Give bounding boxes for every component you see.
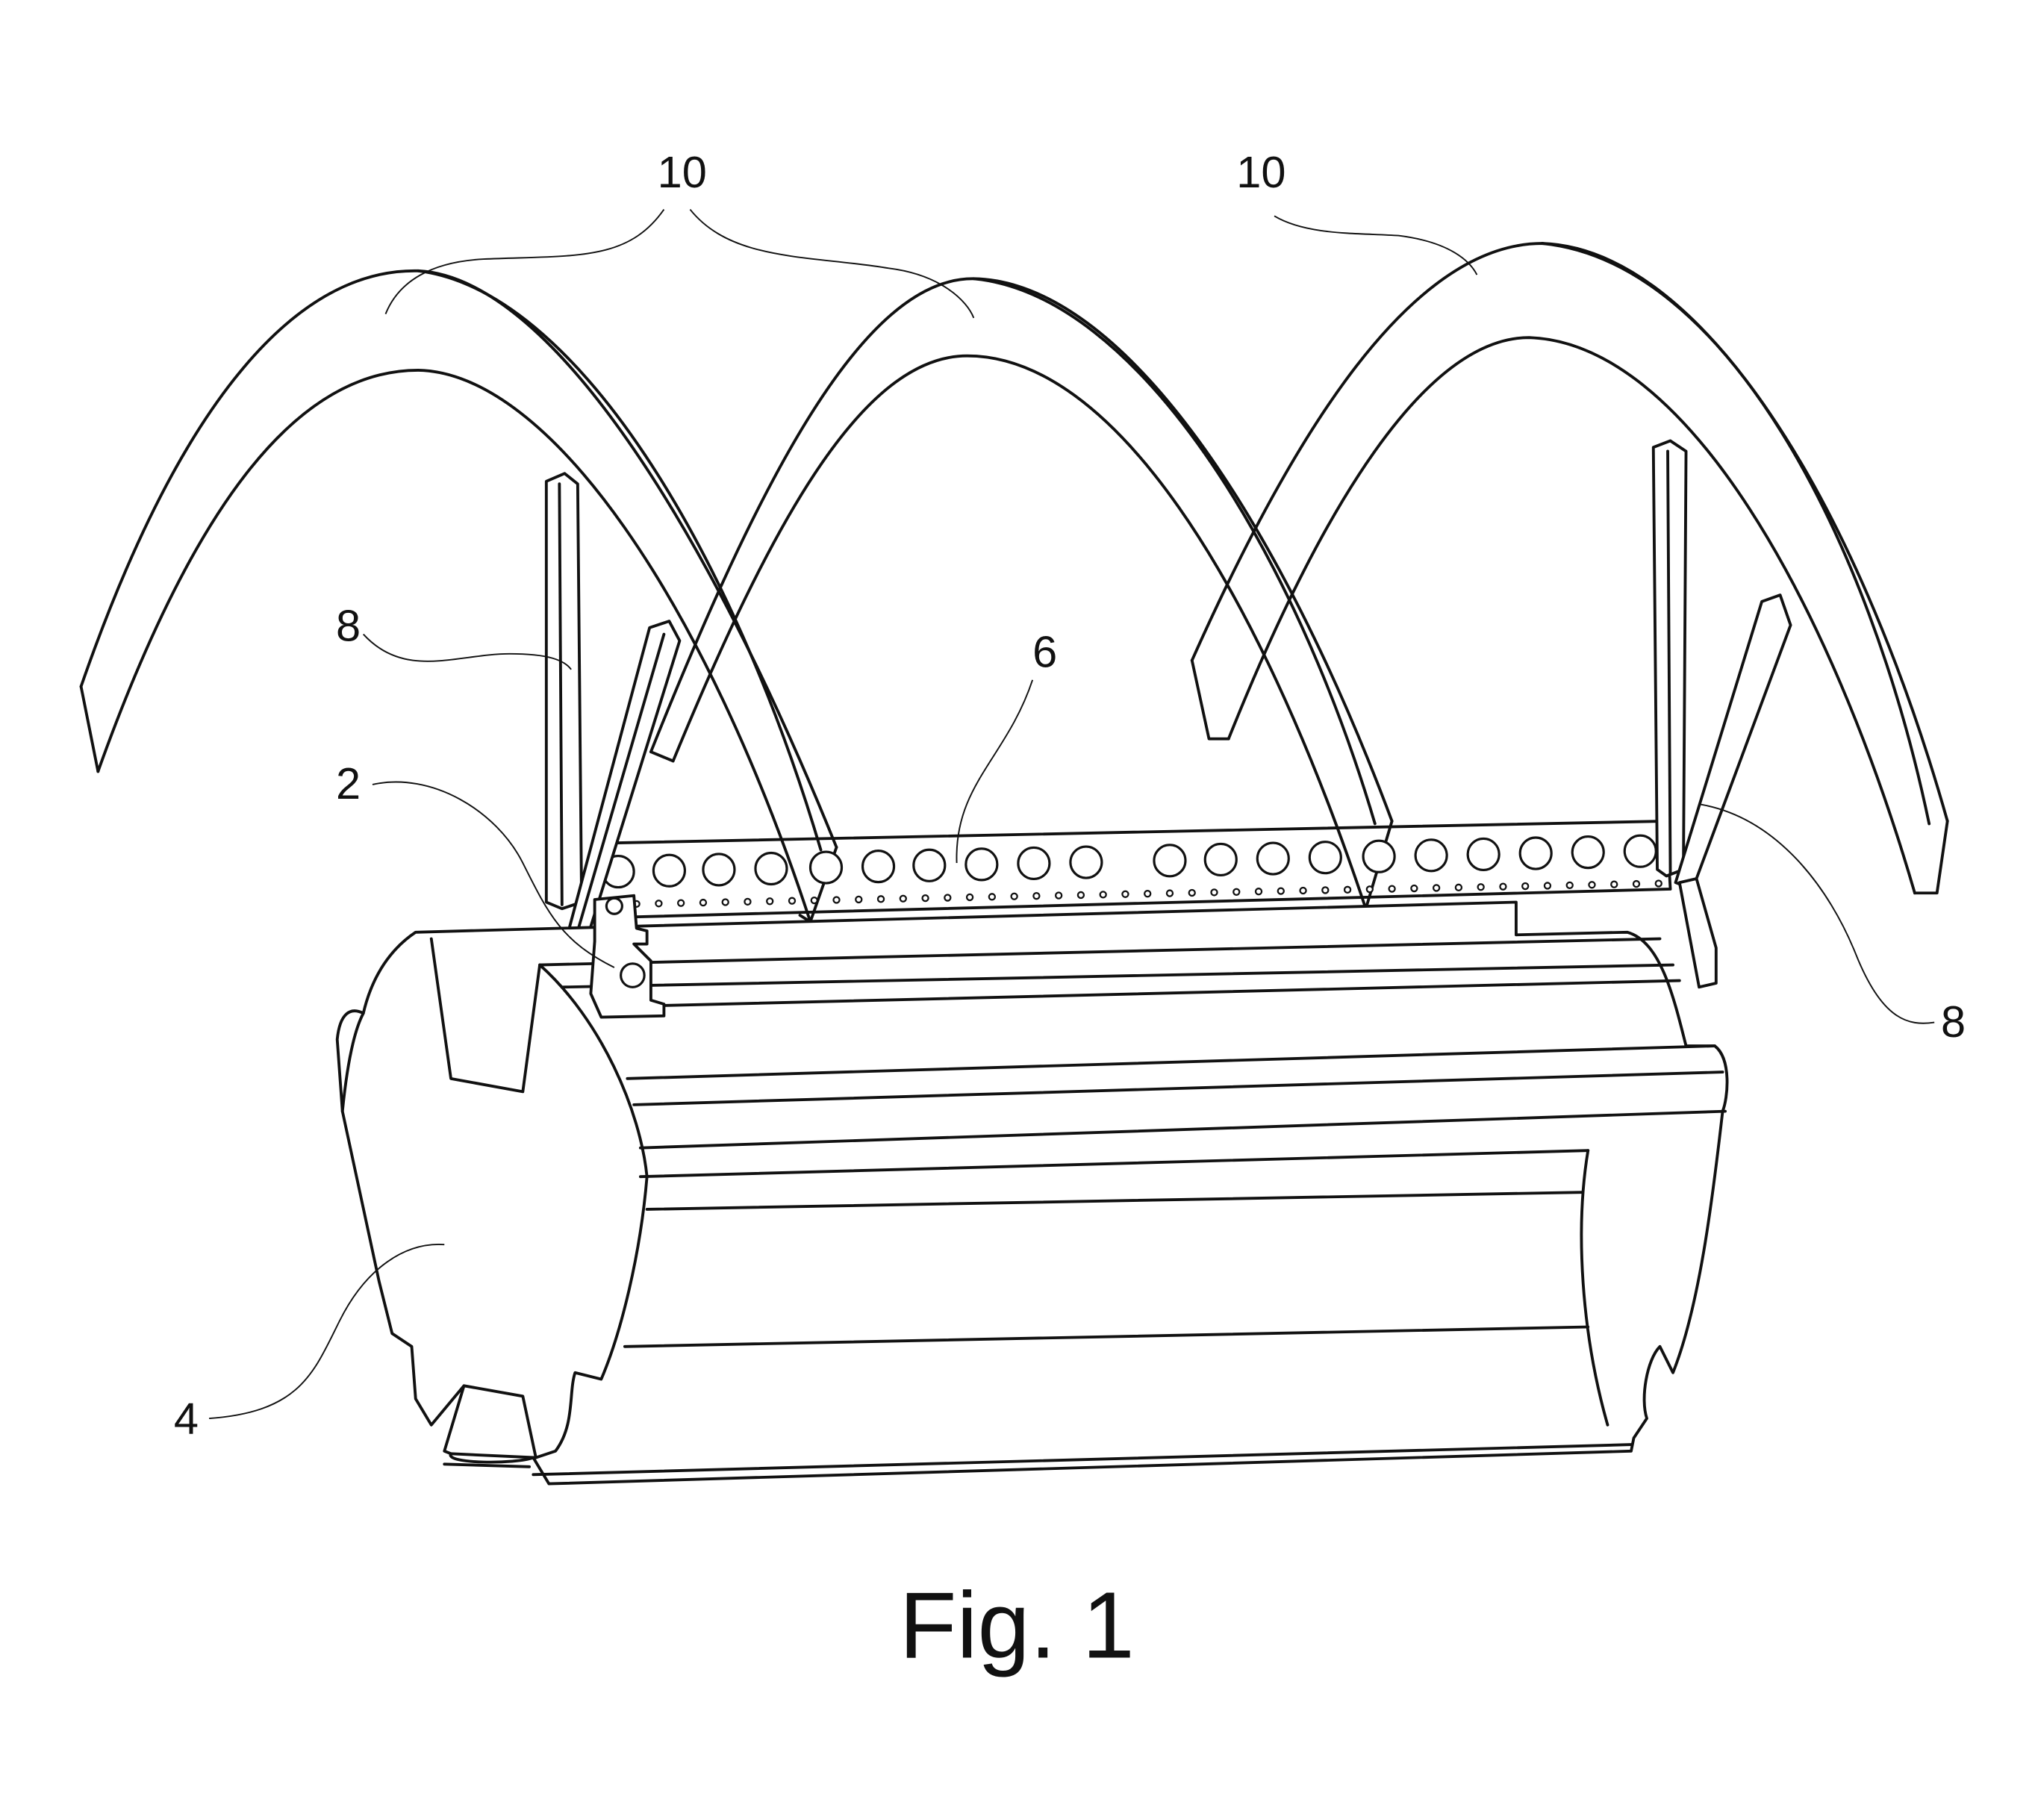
label-2: 2: [336, 758, 361, 808]
bar-small-hole: [1478, 884, 1484, 890]
figure-caption: Fig. 1: [900, 1572, 1135, 1677]
bar-hole: [1415, 840, 1447, 871]
bar-hole: [755, 853, 787, 884]
post-left-diagonal: [569, 621, 680, 935]
bar-small-hole: [833, 897, 839, 903]
bar-small-hole: [1633, 881, 1639, 887]
bar-small-hole: [1211, 889, 1217, 895]
bar-hole: [1154, 845, 1185, 876]
bar-small-hole: [1012, 894, 1018, 900]
bar-small-hole: [1256, 888, 1262, 894]
bar-small-hole: [1300, 888, 1306, 894]
bar-hole: [1624, 835, 1656, 867]
bar-hole: [1205, 844, 1236, 875]
bar-hole: [914, 850, 945, 881]
bar-small-hole: [989, 894, 995, 900]
bar-small-hole: [1144, 891, 1150, 897]
post-left-vertical: [546, 473, 582, 909]
bar-small-hole: [744, 899, 750, 905]
bar-small-hole: [1233, 889, 1239, 895]
arch-3: [1192, 243, 1948, 893]
bar-small-hole: [1589, 882, 1595, 888]
bar-small-hole: [1411, 885, 1417, 891]
label-8-left: 8: [336, 600, 361, 650]
bar-hole: [653, 855, 685, 886]
bar-hole: [1363, 841, 1394, 872]
bar-hole: [1572, 837, 1604, 868]
bar-hole: [863, 851, 894, 882]
bar-small-hole: [1056, 893, 1062, 899]
bar-small-hole: [678, 900, 684, 906]
bar-small-hole: [1522, 883, 1528, 889]
bar-small-hole: [1033, 893, 1039, 899]
bar-small-hole: [1567, 882, 1573, 888]
bar-hole: [966, 849, 997, 880]
label-10-right: 10: [1236, 147, 1285, 197]
bar-small-hole: [967, 894, 973, 900]
bar-small-hole: [1122, 891, 1128, 897]
bar-small-hole: [856, 897, 861, 903]
label-4: 4: [174, 1394, 199, 1444]
bar-small-hole: [723, 899, 729, 905]
arch-1: [81, 271, 837, 922]
bar-small-hole: [900, 896, 906, 902]
bar-small-hole: [811, 897, 817, 903]
bar-small-hole: [1078, 892, 1084, 898]
bar-small-hole: [1456, 885, 1462, 891]
bar-small-hole: [1389, 886, 1395, 892]
bar-small-hole: [923, 895, 929, 901]
bar-small-hole: [1433, 885, 1439, 891]
bar-small-hole: [655, 900, 661, 906]
arch-2: [651, 278, 1392, 909]
bar-small-hole: [1344, 887, 1350, 893]
bar-hole: [703, 854, 735, 885]
label-10-left: 10: [658, 147, 707, 197]
bar-hole: [1309, 842, 1341, 873]
bar-hole: [1257, 843, 1288, 874]
bar-small-hole: [1167, 891, 1173, 897]
bar-small-hole: [1611, 882, 1617, 888]
bar-small-hole: [1500, 884, 1506, 890]
bar-small-hole: [1656, 880, 1662, 886]
label-8-right: 8: [1941, 997, 1966, 1047]
post-right-diagonal: [1676, 595, 1791, 987]
bar-hole: [1520, 838, 1551, 869]
bar-hole: [1071, 847, 1102, 878]
bar-small-hole: [1278, 888, 1284, 894]
bar-small-hole: [1322, 887, 1328, 893]
bar-small-hole: [1545, 882, 1551, 888]
bar-hole: [1468, 838, 1499, 870]
bar-small-hole: [767, 898, 773, 904]
bar-small-hole: [1100, 891, 1106, 897]
bar-hole: [1018, 847, 1050, 879]
label-6: 6: [1032, 626, 1057, 676]
bar-small-hole: [878, 896, 884, 902]
bar-small-hole: [1189, 890, 1195, 896]
bar-hole: [810, 852, 841, 883]
bar-small-hole: [789, 898, 795, 904]
housing: [337, 902, 1727, 1483]
post-right-vertical: [1654, 440, 1686, 876]
bar-small-hole: [1367, 886, 1373, 892]
bar-small-hole: [944, 895, 950, 901]
bar-small-hole: [700, 900, 706, 906]
